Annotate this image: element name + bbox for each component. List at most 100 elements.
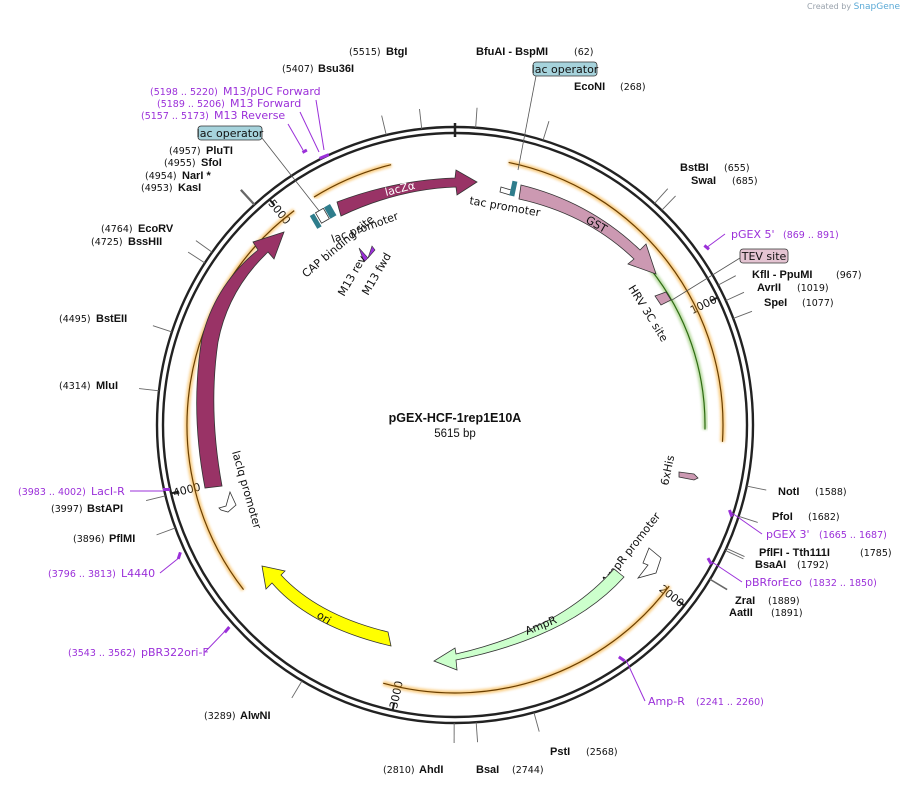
- lac-operator-top-box[interactable]: lac operator: [532, 61, 599, 77]
- enzyme-alwni[interactable]: AlwNI: [240, 710, 271, 722]
- feature-m13-fwd[interactable]: [367, 245, 376, 259]
- enzyme-spei-pos: (1077): [802, 298, 834, 309]
- feature-laci[interactable]: [196, 231, 285, 489]
- primer-pgex5-range: (869 .. 891): [783, 230, 839, 241]
- enzyme-pflfi-pos: (1785): [860, 548, 892, 559]
- orf-arc[interactable]: [186, 210, 295, 591]
- enzyme-bstapi-pos: (3997): [51, 504, 83, 515]
- primer-pbr322ori-f[interactable]: pBR322ori-F: [141, 646, 209, 659]
- lac-operator-left-label: lac operator: [197, 127, 264, 140]
- enzyme-swai[interactable]: SwaI: [691, 175, 716, 187]
- enzyme-pluti[interactable]: PluTI: [206, 145, 233, 157]
- plasmid-name: pGEX-HCF-1rep1E10A: [389, 411, 522, 425]
- backbone-outer: [155, 125, 755, 725]
- enzyme-cut-mark: [661, 195, 676, 211]
- feature-cap-site[interactable]: [323, 203, 337, 219]
- feature-ampr[interactable]: [433, 568, 625, 671]
- primer-m13-reverse[interactable]: M13 Reverse: [214, 109, 285, 122]
- primer-pgex3[interactable]: pGEX 3': [766, 528, 810, 541]
- feature-cap-site-label: CAP binding site: [300, 213, 377, 281]
- enzyme-bsteii-pos: (4495): [59, 314, 91, 325]
- enzyme-psti[interactable]: PstI: [550, 746, 570, 758]
- enzyme-pfoi-pos: (1682): [808, 512, 840, 523]
- enzyme-cut-mark: [152, 325, 173, 333]
- feature-ori-label: ori: [314, 609, 333, 628]
- lac-operator-left-box[interactable]: lac operator: [197, 125, 264, 141]
- enzyme-cut-mark: [145, 495, 166, 501]
- primer-l4440[interactable]: L4440: [121, 567, 155, 580]
- feature-gst[interactable]: [518, 184, 657, 275]
- orf-arc[interactable]: [508, 161, 724, 442]
- primer-m13puc-forward[interactable]: M13/pUC Forward: [223, 85, 321, 98]
- enzyme-bsu36i[interactable]: Bsu36I: [318, 63, 354, 75]
- enzyme-bfuai-pos: (62): [574, 47, 594, 58]
- enzyme-bstapi[interactable]: BstAPI: [87, 503, 123, 515]
- primer-pbr322ori-range: (3543 .. 3562): [68, 648, 136, 659]
- enzyme-cut-mark: [542, 121, 550, 141]
- enzyme-cut-mark: [475, 107, 478, 128]
- primer-labels: (5198 .. 5220) M13/pUC Forward (5189 .. …: [18, 85, 887, 708]
- orf-arc-green[interactable]: [649, 268, 706, 430]
- enzyme-ecorv[interactable]: EcoRV: [138, 223, 174, 235]
- feature-tac-promoter[interactable]: [499, 186, 512, 196]
- enzyme-bstbi-pos: (655): [724, 163, 750, 174]
- enzyme-ecorv-pos: (4764): [101, 224, 133, 235]
- orf-arc[interactable]: [383, 585, 670, 694]
- tev-site-box[interactable]: TEV site: [739, 248, 789, 264]
- enzyme-btgi[interactable]: BtgI: [386, 46, 407, 58]
- feature-lac-promoter[interactable]: [314, 207, 330, 224]
- primer-pgex5[interactable]: pGEX 5': [731, 228, 775, 241]
- lac-operator-left-leader: [261, 137, 321, 213]
- enzyme-zrai[interactable]: ZraI: [735, 595, 755, 607]
- enzyme-spei[interactable]: SpeI: [764, 297, 787, 309]
- enzyme-cut-mark: [717, 275, 736, 286]
- enzyme-pflmi[interactable]: PflMI: [109, 533, 135, 545]
- feature-hrv-3c-site[interactable]: [654, 291, 672, 306]
- enzyme-kasi[interactable]: KasI: [178, 182, 201, 194]
- primer-ampr[interactable]: Amp-R: [648, 695, 685, 708]
- tick-mark-5000: [268, 198, 276, 207]
- enzyme-cut-mark: [419, 108, 423, 129]
- enzyme-pfoi[interactable]: PfoI: [772, 511, 793, 523]
- enzyme-bsaai[interactable]: BsaAI: [755, 559, 786, 571]
- enzyme-cut-mark: [156, 527, 176, 536]
- enzyme-cut-mark: [726, 547, 745, 557]
- enzyme-bstbi[interactable]: BstBI: [680, 162, 709, 174]
- enzyme-cut-mark: [733, 310, 753, 319]
- feature-m13-rev[interactable]: [358, 247, 369, 263]
- feature-6xhis[interactable]: [678, 471, 699, 481]
- tev-site-leader: [671, 257, 741, 301]
- feature-lacz-alpha[interactable]: [336, 169, 478, 217]
- orf-arc-green-glow: [648, 267, 708, 430]
- primer-leader-lines: [130, 99, 763, 702]
- enzyme-sfoi[interactable]: SfoI: [201, 157, 222, 169]
- enzyme-bsai-pos: (2744): [512, 765, 544, 776]
- enzyme-avrii[interactable]: AvrII: [757, 282, 781, 294]
- feature-ori[interactable]: [261, 565, 392, 647]
- primer-l4440-range: (3796 .. 3813): [48, 569, 116, 580]
- feature-laciq-promoter[interactable]: [218, 490, 237, 513]
- feature-ampr-promoter[interactable]: [636, 547, 662, 579]
- enzyme-ahdi[interactable]: AhdI: [419, 764, 443, 776]
- enzyme-aatii[interactable]: AatII: [729, 607, 753, 619]
- enzyme-cut-mark: [746, 485, 767, 491]
- tick-mark-3000: [391, 702, 396, 711]
- primer-m13-forward[interactable]: M13 Forward: [230, 97, 301, 110]
- enzyme-pflfi-tth111i[interactable]: PflFI - Tth111I: [759, 547, 830, 559]
- orf-arc[interactable]: [313, 164, 392, 198]
- enzyme-noti[interactable]: NotI: [778, 486, 799, 498]
- primer-laci-r[interactable]: LacI-R: [91, 485, 125, 498]
- enzyme-bsteii[interactable]: BstEII: [96, 313, 127, 325]
- enzyme-econi[interactable]: EcoNI: [574, 81, 605, 93]
- primer-pbrforeco[interactable]: pBRforEco: [745, 576, 802, 589]
- enzyme-bsshii[interactable]: BssHII: [128, 236, 162, 248]
- enzyme-psti-pos: (2568): [586, 747, 618, 758]
- enzyme-mlui[interactable]: MluI: [96, 380, 118, 392]
- feature-6xhis-label: 6xHis: [658, 454, 677, 487]
- enzyme-nari[interactable]: NarI *: [182, 170, 211, 182]
- enzyme-bsai[interactable]: BsaI: [476, 764, 499, 776]
- enzyme-kfli-ppumi[interactable]: KflI - PpuMI: [752, 269, 813, 281]
- primer-m13fwd-range: (5189 .. 5206): [157, 99, 225, 110]
- primer-m13puc-range: (5198 .. 5220): [150, 87, 218, 98]
- enzyme-bfuai-bspmi[interactable]: BfuAI - BspMI: [476, 46, 548, 58]
